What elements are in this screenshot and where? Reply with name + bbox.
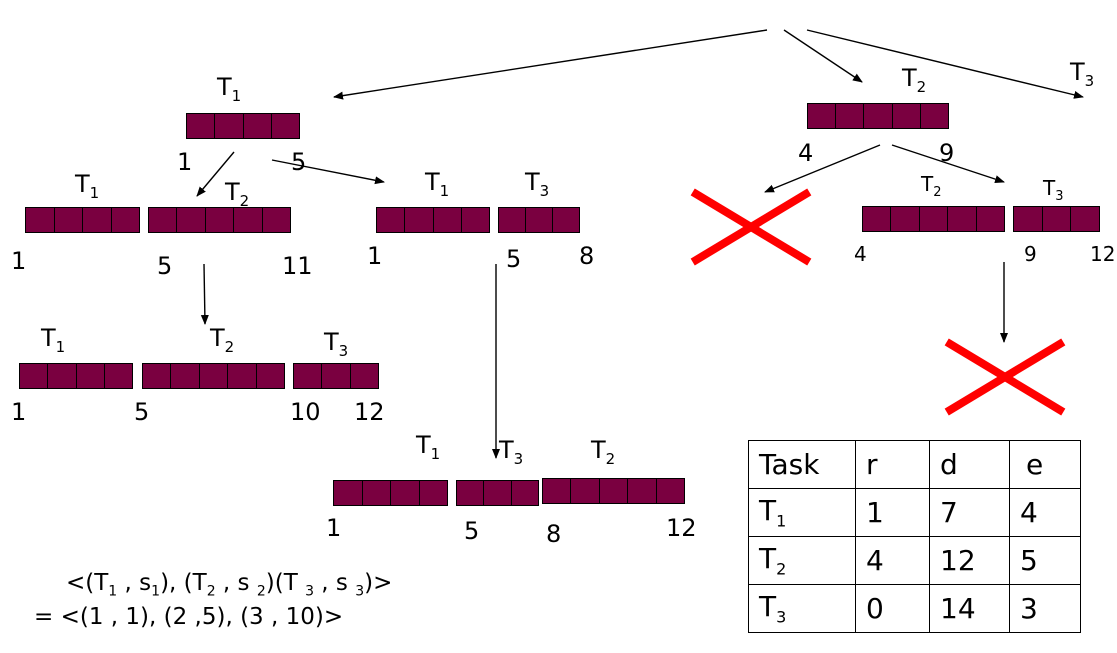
task-parameter-table: Task r d e T1 1 7 4 T2 4 12 5 T3 0 14 3 — [748, 440, 1081, 633]
block-n123-t3 — [293, 363, 379, 389]
label-n123-t1: T1 — [41, 324, 66, 356]
cell-r: 1 — [855, 488, 930, 537]
num-n132-t2start: 8 — [546, 520, 562, 548]
block-branch-t2 — [807, 103, 949, 129]
num-n12-end: 11 — [282, 252, 313, 280]
cell-d: 7 — [929, 488, 1010, 537]
edge-t1-t3 — [271, 159, 385, 185]
block-n23-t3 — [1013, 206, 1100, 232]
block-n13-t3 — [498, 207, 580, 233]
block-n23-t2 — [862, 206, 1005, 232]
label-branch-t2: T2 — [902, 64, 927, 96]
table-row: T1 1 7 4 — [748, 488, 1081, 537]
label-n13-t3: T3 — [525, 168, 550, 200]
num-n123-mid: 5 — [134, 398, 150, 426]
label-n12-t1: T1 — [75, 170, 100, 202]
cell-d: 14 — [929, 584, 1010, 633]
label-n12-t2: T2 — [225, 178, 250, 210]
edge-root-t3 — [806, 29, 1084, 99]
edge-t1t2-t3 — [200, 263, 209, 325]
num-branch-t2-end: 9 — [939, 139, 955, 167]
label-n23-t3: T3 — [1043, 176, 1064, 204]
label-n132-t2: T2 — [591, 436, 616, 468]
num-n13-end: 8 — [579, 242, 595, 270]
cell-task: T1 — [748, 488, 856, 537]
block-n132-t2 — [542, 478, 685, 504]
cell-e: 3 — [1009, 584, 1081, 633]
num-n123-t3start: 10 — [290, 398, 321, 426]
cell-d: 12 — [929, 536, 1010, 585]
edge-t2-t3 — [891, 144, 1005, 183]
block-n123-t2 — [142, 363, 285, 389]
cell-task: T3 — [748, 584, 856, 633]
block-n12-t2 — [148, 207, 291, 233]
label-n132-t3: T3 — [499, 436, 524, 468]
infeasible-cross-icon — [694, 192, 808, 262]
block-branch-t1 — [186, 113, 300, 139]
edge-t1-t2 — [196, 151, 235, 197]
num-n23-end: 12 — [1090, 242, 1116, 266]
header-task: Task — [748, 440, 856, 489]
table-header-row: Task r d e — [748, 440, 1081, 489]
edge-t2-t1 — [764, 144, 881, 193]
schedule-formula-line1: <(T1 , s1), (T2 , s 2)(T 3 , s 3)> — [66, 570, 393, 600]
header-e: e — [1009, 440, 1081, 489]
cell-r: 4 — [855, 536, 930, 585]
label-n123-t3: T3 — [324, 328, 349, 360]
label-branch-t1: T1 — [217, 73, 242, 105]
schedule-formula-line2: = <(1 , 1), (2 ,5), (3 , 10)> — [34, 604, 344, 630]
edge-root-t2 — [783, 29, 863, 83]
num-n132-mid: 5 — [464, 517, 480, 545]
table-row: T2 4 12 5 — [748, 536, 1081, 585]
num-n12-start: 1 — [11, 247, 27, 275]
num-n23-mid: 9 — [1024, 242, 1037, 266]
cell-e: 5 — [1009, 536, 1081, 585]
cell-e: 4 — [1009, 488, 1081, 537]
label-n13-t1: T1 — [425, 168, 450, 200]
num-n123-start: 1 — [11, 398, 27, 426]
num-branch-t2-start: 4 — [798, 139, 814, 167]
header-d: d — [929, 440, 1010, 489]
table-row: T3 0 14 3 — [748, 584, 1081, 633]
block-n132-t1 — [333, 480, 448, 506]
edge-root-t1 — [333, 29, 768, 100]
num-branch-t1-start: 1 — [177, 148, 193, 176]
block-n132-t3 — [456, 480, 539, 506]
header-r: r — [855, 440, 930, 489]
num-n23-start: 4 — [854, 242, 867, 266]
num-branch-t1-end: 5 — [291, 148, 307, 176]
block-n123-t1 — [19, 363, 133, 389]
label-n132-t1: T1 — [416, 431, 441, 463]
num-n123-end: 12 — [354, 398, 385, 426]
cell-r: 0 — [855, 584, 930, 633]
cell-task: T2 — [748, 536, 856, 585]
label-n123-t2: T2 — [210, 324, 235, 356]
label-root-t3: T3 — [1070, 58, 1095, 90]
block-n12-t1 — [25, 207, 140, 233]
block-n13-t1 — [376, 207, 490, 233]
num-n132-start: 1 — [326, 514, 342, 542]
num-n13-mid: 5 — [506, 245, 522, 273]
infeasible-cross-icon — [948, 342, 1062, 412]
num-n13-start: 1 — [367, 242, 383, 270]
label-n23-t2: T2 — [921, 172, 942, 200]
num-n12-mid: 5 — [157, 252, 173, 280]
num-n132-end: 12 — [666, 514, 697, 542]
